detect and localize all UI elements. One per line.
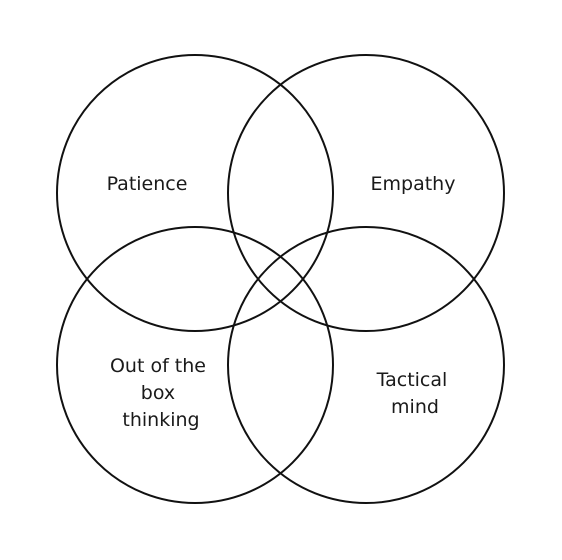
label-empathy: Empathy — [371, 173, 456, 195]
circle-tactical-mind — [227, 226, 505, 504]
label-empathy-line-1: Empathy — [371, 173, 456, 195]
label-tactical-mind-line-2: mind — [391, 396, 439, 418]
circle-out-of-the-box-thinking — [56, 226, 334, 504]
label-out-of-the-box-line-3: thinking — [122, 409, 199, 431]
label-tactical-mind-line-1: Tactical — [376, 369, 448, 391]
label-patience-line-1: Patience — [107, 173, 188, 195]
label-out-of-the-box-thinking: Out of the box thinking — [110, 355, 212, 431]
circle-patience — [56, 54, 334, 332]
label-out-of-the-box-line-2: box — [141, 382, 175, 404]
circle-empathy — [227, 54, 505, 332]
label-tactical-mind: Tactical mind — [376, 369, 454, 418]
label-patience: Patience — [107, 173, 188, 195]
label-out-of-the-box-line-1: Out of the — [110, 355, 206, 377]
